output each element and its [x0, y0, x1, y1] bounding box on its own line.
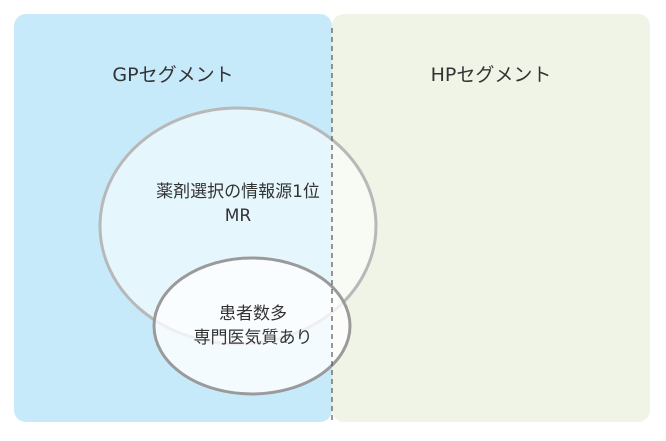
large-circle-line-2: MR [224, 206, 252, 226]
large-circle-label: 薬剤選択の情報源1位 MR [100, 180, 376, 228]
small-circle-line-2: 専門医気質あり [193, 328, 313, 348]
small-circle-line-1: 患者数多 [219, 304, 287, 324]
hp-segment-panel [332, 14, 650, 422]
small-circle-label: 患者数多 専門医気質あり [153, 302, 353, 350]
hp-segment-title: HPセグメント [430, 64, 552, 86]
large-circle-line-1: 薬剤選択の情報源1位 [156, 182, 320, 202]
gp-segment-title: GPセグメント [112, 64, 234, 86]
small-circle [152, 256, 352, 396]
